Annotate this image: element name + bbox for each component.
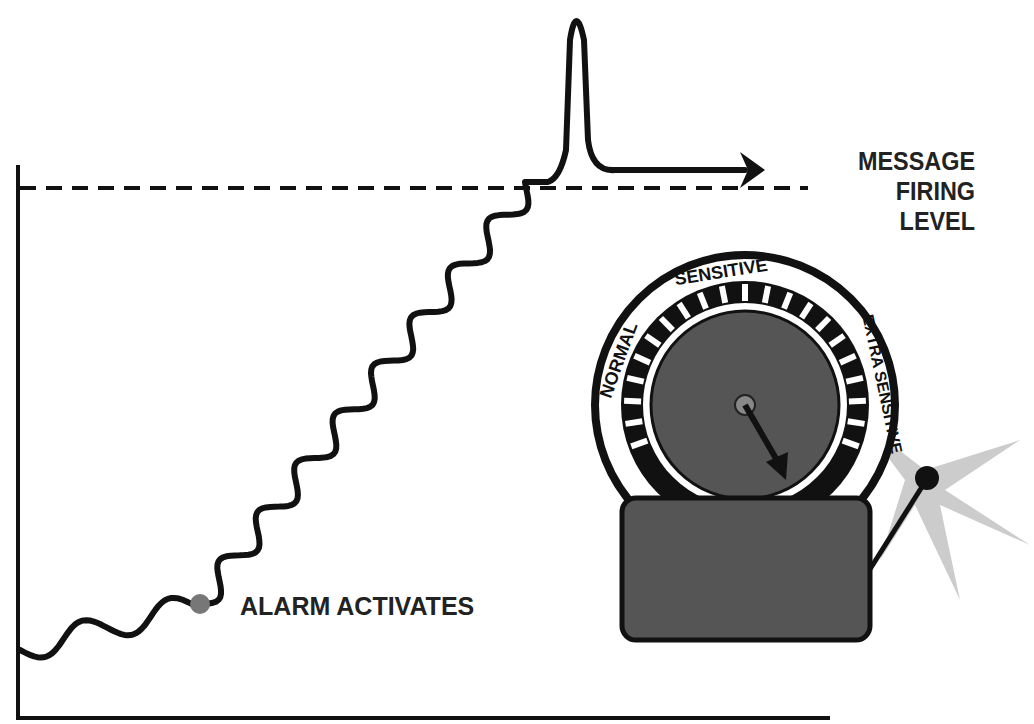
dial-tick (661, 318, 673, 330)
dial-tick (846, 378, 863, 382)
dial-tick (784, 293, 790, 309)
dial-tick (802, 304, 811, 318)
dial-tick (840, 356, 856, 363)
dial-tick (849, 398, 866, 405)
threshold-line (20, 186, 808, 190)
dial-face (651, 311, 839, 499)
dial-tick (700, 293, 706, 309)
dial-tick (646, 336, 660, 346)
y-axis (16, 165, 20, 719)
dial-tick (843, 441, 859, 447)
dial-band (621, 281, 869, 529)
dial-tick (631, 441, 647, 447)
activation-dot (190, 594, 210, 614)
dial-ring (643, 303, 847, 507)
dial-tick (765, 286, 768, 303)
striker-ball (915, 466, 939, 490)
callout-label: ALARM ACTIVATES (240, 594, 474, 619)
needle (745, 405, 778, 462)
dial-tick (624, 398, 641, 405)
dial-tick (722, 286, 725, 303)
dial-tick (848, 421, 865, 424)
dial-tick (635, 356, 651, 363)
x-axis (16, 716, 830, 720)
needle-tip (766, 452, 788, 480)
dial-tick (817, 318, 829, 330)
dial-tick (627, 378, 644, 382)
dial-tick (679, 304, 688, 318)
threshold-label: MESSAGE FIRING LEVEL (858, 146, 975, 236)
dial-tick (742, 284, 748, 301)
alarm-bell (595, 255, 1030, 640)
bell-base (622, 498, 870, 640)
dial-tick (830, 336, 844, 346)
arrowhead (740, 152, 765, 188)
dial-tick (626, 421, 643, 424)
